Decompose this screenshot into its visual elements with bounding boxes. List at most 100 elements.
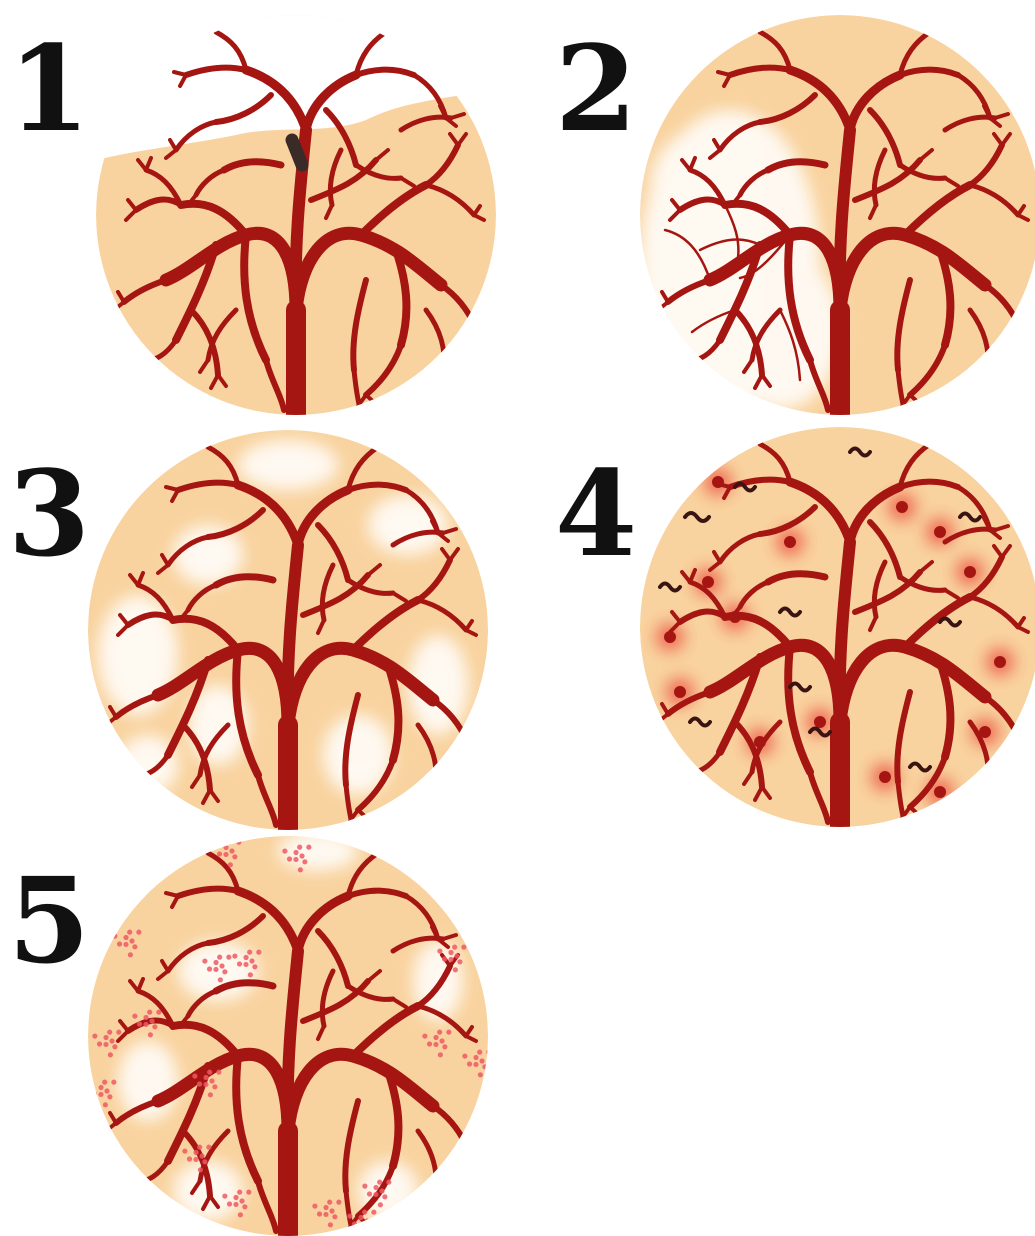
- vessel-twig: [378, 439, 388, 447]
- red-dot: [217, 955, 222, 960]
- hemorrhage-spot: [784, 536, 796, 548]
- vessel-twig: [430, 1193, 436, 1206]
- red-dot: [182, 1148, 187, 1153]
- red-dot: [422, 1033, 427, 1038]
- red-dot: [243, 962, 248, 967]
- red-dot: [128, 952, 133, 957]
- hemorrhage-spot: [729, 611, 741, 623]
- occlusion-mark: [292, 140, 302, 165]
- red-dot: [219, 963, 224, 968]
- vessel-twig: [930, 24, 940, 32]
- red-dot: [129, 938, 134, 943]
- red-dot: [437, 1030, 442, 1035]
- red-dot: [192, 1073, 197, 1078]
- vessel-twig: [430, 787, 436, 800]
- red-dot: [457, 959, 462, 964]
- vessel-twig: [444, 372, 454, 382]
- red-dot: [358, 1215, 363, 1220]
- red-dot: [116, 1030, 121, 1035]
- vessel-twig: [126, 1183, 136, 1191]
- red-dot: [206, 1145, 211, 1150]
- red-dot: [212, 843, 217, 848]
- red-dot: [222, 969, 227, 974]
- red-dot: [92, 1091, 97, 1096]
- red-dot: [112, 1044, 117, 1049]
- vessel-twig: [142, 362, 144, 376]
- panel-4-drawing: [640, 422, 1035, 827]
- red-dot: [327, 1200, 332, 1205]
- red-dot: [302, 859, 307, 864]
- red-dot: [462, 1053, 467, 1058]
- red-dot: [448, 950, 453, 955]
- red-dot: [243, 955, 248, 960]
- vessel-twig: [436, 787, 446, 797]
- red-dot: [97, 1041, 102, 1046]
- red-dot: [216, 1070, 221, 1075]
- red-dot: [197, 1081, 202, 1086]
- vessel-twig: [750, 24, 760, 32]
- hemorrhage-spot: [702, 576, 714, 588]
- vessel-twig: [380, 20, 386, 32]
- red-dot: [297, 845, 302, 850]
- hemorrhage-spot: [664, 631, 676, 643]
- red-dot: [373, 1192, 378, 1197]
- red-dot: [378, 1202, 383, 1207]
- vessel-twig: [378, 845, 388, 853]
- red-dot: [367, 1191, 372, 1196]
- red-dot: [218, 977, 223, 982]
- red-dot: [233, 1202, 238, 1207]
- red-dot: [107, 1094, 112, 1099]
- red-dot: [148, 1032, 153, 1037]
- red-dot: [103, 1102, 108, 1107]
- vessel-twig: [134, 777, 136, 791]
- red-dot: [362, 1210, 367, 1215]
- red-dot: [207, 1070, 212, 1075]
- vessel-twig: [386, 24, 396, 32]
- panel-label-4: 4: [555, 455, 637, 573]
- pallor-area: [278, 831, 358, 871]
- red-dot: [202, 958, 207, 963]
- red-dot: [88, 1083, 92, 1088]
- red-dot: [479, 1058, 484, 1063]
- vessel-twig: [924, 20, 930, 32]
- hemorrhage-spot: [754, 736, 766, 748]
- red-dot: [246, 1190, 251, 1195]
- red-dot: [252, 964, 257, 969]
- vessel-twig: [468, 733, 476, 743]
- red-dot: [143, 1015, 148, 1020]
- red-dot: [104, 1088, 109, 1093]
- red-dot: [237, 961, 242, 966]
- red-dot: [117, 941, 122, 946]
- red-dot: [228, 862, 233, 867]
- red-dot: [98, 1092, 103, 1097]
- red-dot: [212, 1084, 217, 1089]
- red-dot: [217, 851, 222, 856]
- red-dot: [433, 1035, 438, 1040]
- red-dot: [111, 1080, 116, 1085]
- red-dot: [287, 856, 292, 861]
- vessel-twig: [206, 24, 216, 32]
- red-dot: [433, 1042, 438, 1047]
- red-dot: [371, 1210, 376, 1215]
- panel-3-drawing: [88, 425, 488, 830]
- red-dot: [203, 1075, 208, 1080]
- red-dot: [379, 1188, 384, 1193]
- red-dot: [227, 1201, 232, 1206]
- red-dot: [473, 1055, 478, 1060]
- red-dot: [223, 852, 228, 857]
- vessel-twig: [436, 1193, 446, 1203]
- vessel-twig: [134, 362, 144, 370]
- red-dot: [227, 840, 232, 845]
- red-dot: [473, 1062, 478, 1067]
- red-dot: [477, 1050, 482, 1055]
- red-dot: [222, 1193, 227, 1198]
- red-dot: [298, 867, 303, 872]
- red-dot: [377, 1180, 382, 1185]
- hemorrhage-spot: [994, 656, 1006, 668]
- hemorrhage-spot: [674, 686, 686, 698]
- red-dot: [453, 967, 458, 972]
- red-dot: [98, 1085, 103, 1090]
- red-dot: [448, 957, 453, 962]
- vessel-twig: [686, 362, 688, 376]
- vessel-twig: [372, 435, 378, 447]
